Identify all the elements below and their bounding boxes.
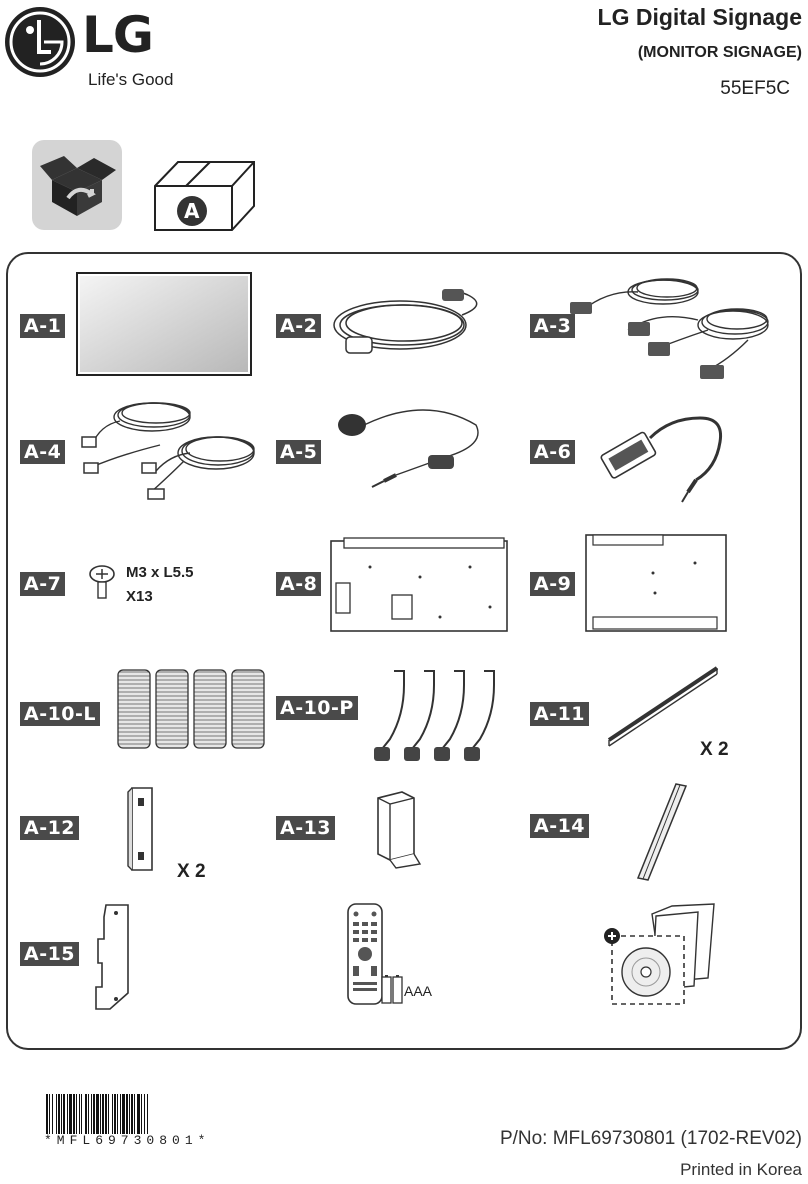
bracket-a11-quantity: X 2 — [700, 739, 729, 760]
bracket-plate-a8-image — [330, 537, 508, 632]
component-tag-a11: A-11 — [530, 702, 590, 726]
ir-sensor-cable-image — [338, 409, 479, 488]
package-box-a: A — [150, 158, 260, 233]
screw-quantity: X13 — [126, 588, 153, 605]
cable-holder-a10l-image — [117, 669, 265, 749]
barcode-text: *MFL69730801* — [44, 1133, 211, 1148]
screw-spec: M3 x L5.5 — [126, 564, 194, 581]
component-tag-a5: A-5 — [276, 440, 322, 464]
bracket-a12-image — [127, 787, 153, 871]
brand-name: LG — [82, 6, 154, 64]
component-tag-a1: A-1 — [20, 314, 66, 338]
box-letter: A — [184, 199, 200, 223]
component-tag-a10p: A-10-P — [276, 696, 358, 720]
component-tag-a2: A-2 — [276, 314, 322, 338]
component-tag-a12: A-12 — [20, 816, 80, 840]
lg-face-icon — [5, 7, 75, 77]
components-frame — [6, 252, 802, 1050]
unboxing-icon — [32, 140, 122, 230]
part-number: P/No: MFL69730801 (1702-REV02) — [499, 1128, 802, 1149]
component-tag-a13: A-13 — [276, 816, 336, 840]
box-icon — [154, 161, 255, 231]
open-box-icon — [40, 156, 116, 216]
component-tag-a6: A-6 — [530, 440, 576, 464]
document-title: LG Digital Signage — [597, 4, 802, 30]
component-tag-a14: A-14 — [530, 814, 590, 838]
monitor-image — [76, 272, 252, 376]
component-tag-a4: A-4 — [20, 440, 66, 464]
rs232c-gender-cable-image — [600, 416, 723, 503]
remote-control-image — [347, 903, 383, 1005]
printed-in: Printed in Korea — [680, 1160, 802, 1179]
document-subtitle: (MONITOR SIGNAGE) — [637, 44, 802, 61]
component-tag-a9: A-9 — [530, 572, 576, 596]
component-tag-a7: A-7 — [20, 572, 66, 596]
lvds-cable-image — [570, 278, 769, 379]
bracket-plate-a9-image — [585, 534, 727, 632]
bracket-a11-image — [607, 666, 719, 747]
bracket-a12-quantity: X 2 — [177, 861, 206, 882]
cable-holder-a10p-image — [374, 670, 495, 761]
bracket-a14-image — [636, 783, 688, 881]
component-tag-a15: A-15 — [20, 942, 80, 966]
screw-icon — [89, 565, 115, 599]
power-cord-image — [333, 289, 478, 354]
model-number: 55EF5C — [720, 78, 790, 99]
battery-icon — [381, 975, 403, 1004]
barcode — [46, 1094, 256, 1134]
component-tag-a3: A-3 — [530, 314, 576, 338]
lg-logo — [4, 6, 194, 96]
bracket-a15-image — [95, 904, 129, 1010]
component-tag-a8: A-8 — [276, 572, 322, 596]
bracket-a13-image — [377, 791, 422, 869]
battery-label: AAA — [404, 983, 433, 999]
hdmi-cable-image — [81, 402, 255, 500]
manual-and-cd-image — [604, 903, 715, 1005]
component-tag-a10l: A-10-L — [20, 702, 101, 726]
brand-slogan: Life's Good — [88, 70, 174, 89]
